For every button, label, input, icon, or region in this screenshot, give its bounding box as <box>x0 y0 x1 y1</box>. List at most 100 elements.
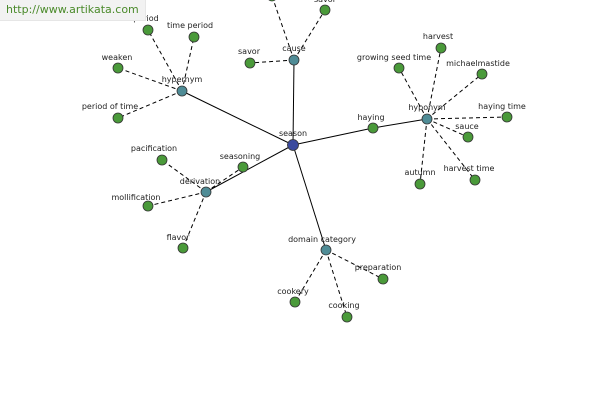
node-season[interactable]: season <box>279 129 307 151</box>
edge-season-derivation <box>205 144 294 193</box>
node-hyponym-marker[interactable] <box>421 113 433 125</box>
node-haying-marker[interactable] <box>367 122 379 134</box>
node-savor-2-marker[interactable] <box>319 4 331 16</box>
node-flavor-label: flavor <box>167 233 191 242</box>
node-flavor[interactable]: flavor <box>167 233 191 254</box>
node-season-label: season <box>279 129 307 138</box>
node-cooking-label: cooking <box>328 301 359 310</box>
edge-hyponym-autumn <box>419 118 428 185</box>
node-michaelmastide[interactable]: michaelmastide <box>446 59 510 80</box>
edge-hypernym-weaken <box>117 67 183 92</box>
node-flavor-marker[interactable] <box>177 242 189 254</box>
nodes-layer: season cause hypernym hyponym derivation doma… <box>82 0 526 323</box>
edge-derivation-flavor <box>182 191 207 249</box>
node-haying-time-label: haying time <box>478 102 526 111</box>
node-seasoning-marker[interactable] <box>237 161 249 173</box>
node-time-period[interactable]: time period <box>167 21 213 43</box>
node-harvest[interactable]: harvest <box>423 32 453 54</box>
node-hypernym[interactable]: hypernym <box>162 75 203 97</box>
edges-layer <box>117 0 508 318</box>
node-pacification-label: pacification <box>131 144 177 153</box>
node-preparation[interactable]: preparation <box>355 263 402 285</box>
node-sauce-marker[interactable] <box>462 131 474 143</box>
node-domain-category[interactable]: domain category <box>288 235 356 256</box>
node-harvest-time[interactable]: harvest time <box>444 164 495 186</box>
node-hyponym-label: hyponym <box>408 103 446 112</box>
node-michaelmastide-label: michaelmastide <box>446 59 510 68</box>
node-pacification-marker[interactable] <box>156 154 168 166</box>
node-cause-marker[interactable] <box>288 54 300 66</box>
node-hyponym[interactable]: hyponym <box>408 103 446 125</box>
source-url-link[interactable]: http://www.artikata.com <box>0 0 146 21</box>
edge-hyponym-growing-seed-time <box>398 67 428 120</box>
edge-domain-category-cooking <box>325 249 348 318</box>
node-hypernym-label: hypernym <box>162 75 203 84</box>
node-cause-label: cause <box>282 44 306 53</box>
edge-derivation-seasoning <box>205 166 244 193</box>
node-haying-time[interactable]: haying time <box>478 102 526 123</box>
edge-derivation-pacification <box>161 159 207 193</box>
edge-hyponym-michaelmastide <box>426 73 483 120</box>
node-michaelmastide-marker[interactable] <box>476 68 488 80</box>
edge-derivation-mollification <box>147 191 207 207</box>
node-weaken[interactable]: weaken <box>102 53 133 74</box>
node-cooking-marker[interactable] <box>341 311 353 323</box>
node-domain-category-marker[interactable] <box>320 244 332 256</box>
edge-domain-category-cookery <box>294 249 327 303</box>
node-autumn-marker[interactable] <box>414 178 426 190</box>
node-weaken-label: weaken <box>102 53 133 62</box>
node-period-of-time[interactable]: period of time <box>82 102 138 124</box>
node-seasoning-label: seasoning <box>220 152 261 161</box>
node-mollification-marker[interactable] <box>142 200 154 212</box>
node-harvest-time-marker[interactable] <box>469 174 481 186</box>
node-period[interactable]: period <box>133 14 159 36</box>
node-cookery-marker[interactable] <box>289 296 301 308</box>
edge-hyponym-haying-time <box>426 116 508 120</box>
edge-domain-category-preparation <box>325 249 384 280</box>
node-cause[interactable]: cause <box>282 44 306 66</box>
edge-hyponym-harvest <box>426 47 442 120</box>
node-derivation[interactable]: derivation <box>180 177 220 198</box>
node-preparation-marker[interactable] <box>377 273 389 285</box>
edge-cause-top-left-leaf <box>272 0 295 61</box>
node-savor-marker[interactable] <box>244 57 256 69</box>
node-derivation-label: derivation <box>180 177 220 186</box>
edge-hypernym-period-of-time <box>117 90 183 119</box>
node-haying-time-marker[interactable] <box>501 111 513 123</box>
node-period-label: period <box>133 14 158 23</box>
node-growing-seed-time[interactable]: growing seed time <box>357 53 431 74</box>
node-autumn-label: autumn <box>404 168 435 177</box>
node-cookery[interactable]: cookery <box>277 287 309 308</box>
node-top-clipped[interactable] <box>267 0 277 2</box>
node-growing-seed-time-marker[interactable] <box>393 62 405 74</box>
node-harvest-label: harvest <box>423 32 453 41</box>
node-savor[interactable]: savor <box>238 47 261 69</box>
node-cooking[interactable]: cooking <box>328 301 360 323</box>
node-time-period-marker[interactable] <box>188 31 200 43</box>
node-savor-2-label: savor <box>314 0 337 4</box>
node-pacification[interactable]: pacification <box>131 144 177 166</box>
edge-cause-savor-2 <box>293 9 326 61</box>
node-autumn[interactable]: autumn <box>404 168 436 190</box>
node-harvest-marker[interactable] <box>435 42 447 54</box>
node-hypernym-marker[interactable] <box>176 85 188 97</box>
node-sauce-label: sauce <box>455 122 479 131</box>
edge-season-hypernym <box>181 90 294 146</box>
node-domain-category-label: domain category <box>288 235 356 244</box>
node-mollification[interactable]: mollification <box>111 193 161 212</box>
node-savor-2[interactable]: savor <box>314 0 337 16</box>
node-weaken-marker[interactable] <box>112 62 124 74</box>
node-seasoning[interactable]: seasoning <box>220 152 261 173</box>
node-preparation-label: preparation <box>355 263 402 272</box>
edge-hypernym-time-period <box>181 36 195 92</box>
edge-hyponym-sauce <box>426 118 469 138</box>
node-season-marker[interactable] <box>287 139 299 151</box>
node-period-of-time-label: period of time <box>82 102 138 111</box>
node-period-of-time-marker[interactable] <box>112 112 124 124</box>
node-derivation-marker[interactable] <box>200 186 212 198</box>
node-haying[interactable]: haying <box>357 113 385 134</box>
edge-season-haying <box>292 127 374 146</box>
node-sauce[interactable]: sauce <box>455 122 479 143</box>
node-period-marker[interactable] <box>142 24 154 36</box>
edge-haying-hyponym <box>372 118 428 129</box>
